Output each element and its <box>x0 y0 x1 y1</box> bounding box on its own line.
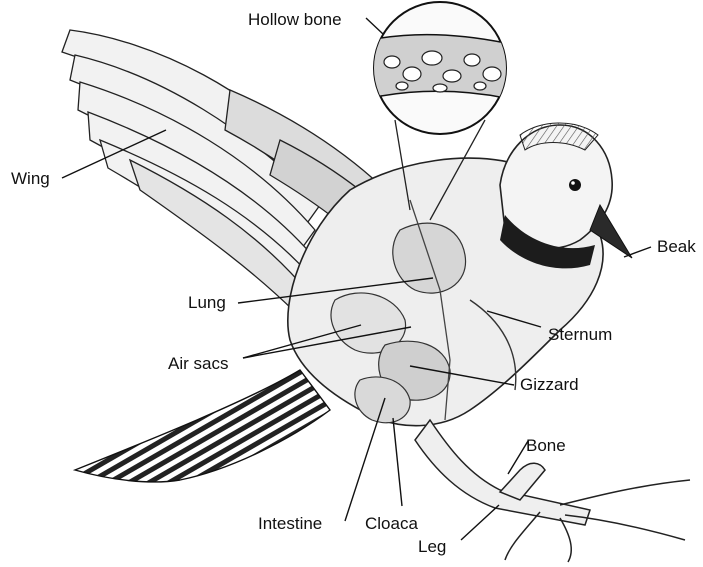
leader-intestine <box>345 398 385 521</box>
leader-cloaca <box>393 418 402 506</box>
label-gizzard: Gizzard <box>520 376 579 393</box>
label-cloaca: Cloaca <box>365 515 418 532</box>
label-beak: Beak <box>657 238 696 255</box>
leader-leg <box>461 505 499 540</box>
label-bone: Bone <box>526 437 566 454</box>
label-leg: Leg <box>418 538 446 555</box>
label-lung: Lung <box>188 294 226 311</box>
label-intestine: Intestine <box>258 515 322 532</box>
label-wing: Wing <box>11 170 50 187</box>
tail-drawing <box>75 370 330 482</box>
label-air-sacs: Air sacs <box>168 355 228 372</box>
label-sternum: Sternum <box>548 326 612 343</box>
head-drawing <box>500 123 632 268</box>
label-hollow-bone: Hollow bone <box>248 11 342 28</box>
leader-hollow-bone <box>366 18 383 34</box>
